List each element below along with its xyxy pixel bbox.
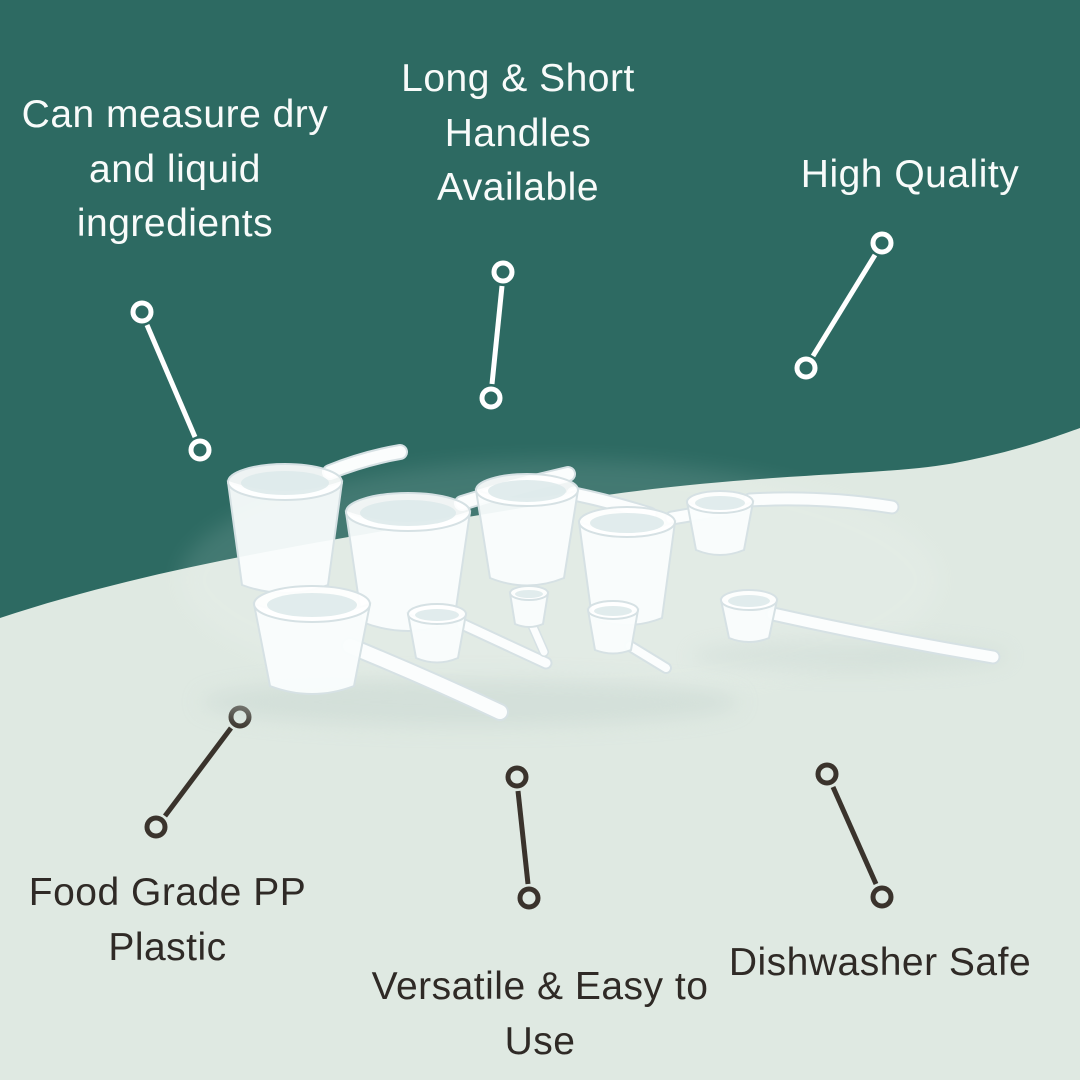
scoop-tiny — [508, 585, 550, 657]
callout-text-line: Dishwasher Safe — [728, 941, 1032, 984]
scoop-long-handle-right — [719, 589, 1001, 665]
scoop-large-front — [252, 585, 509, 721]
callout-text-line: Handles — [444, 111, 592, 155]
callout-text-line: ingredients — [76, 202, 274, 246]
callout-food-grade: Food Grade PP Plastic — [0, 866, 335, 975]
callout-text-line: and liquid — [89, 147, 261, 191]
scoop-small-long-handle — [685, 490, 900, 556]
connector-dishwasher — [815, 762, 894, 909]
callout-dishwasher-safe: Dishwasher Safe — [690, 936, 1070, 991]
callout-text-line: Food Grade PP — [28, 871, 307, 914]
callout-text-line: Can measure dry — [21, 93, 329, 136]
callout-text-line: Long & Short — [401, 57, 635, 100]
callout-text-line: Versatile & Easy to — [371, 965, 709, 1008]
callout-text-line: Available — [436, 166, 600, 210]
connector-measure — [130, 300, 212, 462]
scoop-small-front-2 — [586, 600, 672, 674]
scoop-large-1 — [226, 444, 408, 594]
callout-measure-ingredients: Can measure dry and liquid ingredients — [5, 88, 345, 252]
connector-versatile — [505, 765, 541, 910]
measuring-scoops-image — [180, 444, 1010, 726]
callout-text-line: High Quality — [800, 153, 1020, 196]
connector-quality — [794, 231, 894, 380]
callout-versatile: Versatile & Easy to Use — [320, 960, 760, 1069]
connector-handles — [479, 260, 515, 410]
callout-text-line: Plastic — [108, 925, 227, 969]
scoop-small-front-1 — [406, 603, 553, 670]
callout-handles-available: Long & Short Handles Available — [358, 52, 678, 216]
callout-text-line: Use — [504, 1019, 576, 1063]
callout-high-quality: High Quality — [755, 148, 1065, 203]
